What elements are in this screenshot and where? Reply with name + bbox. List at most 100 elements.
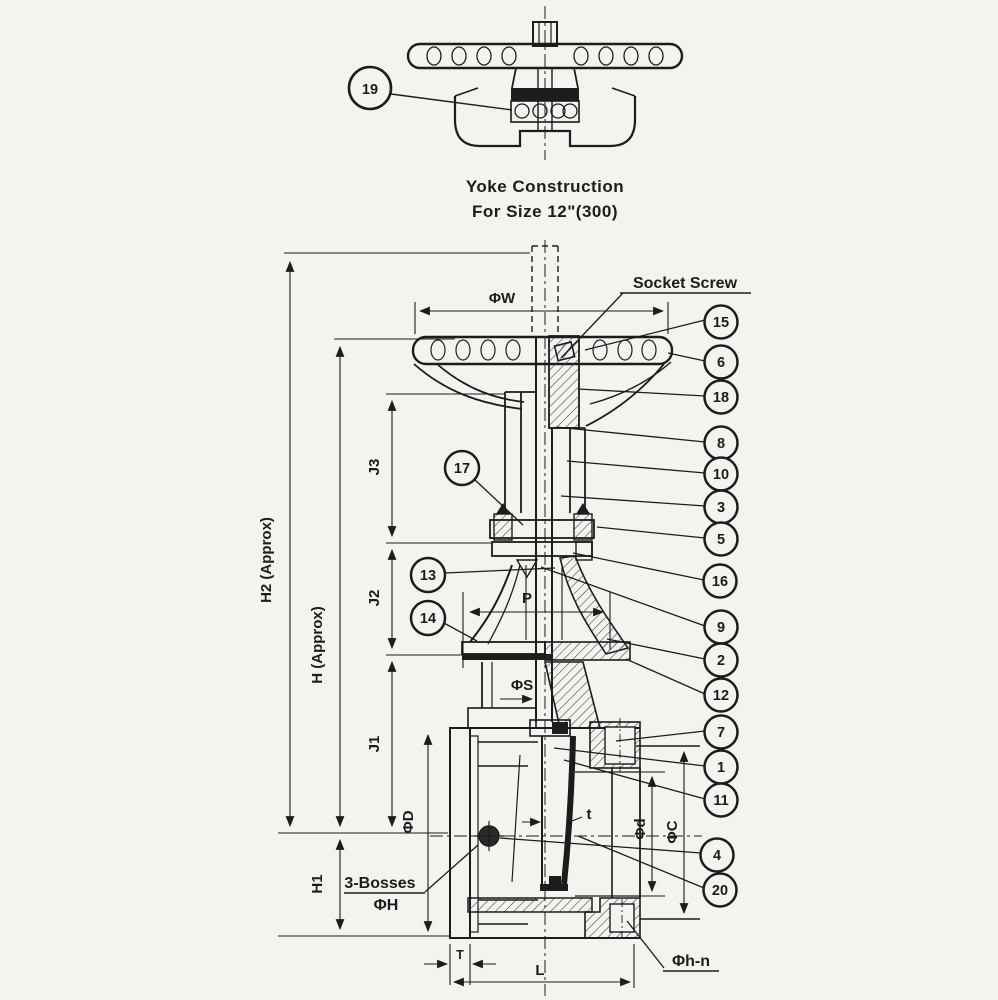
dim-h2-label: H2 (Approx) — [258, 517, 275, 603]
dim-phi-s: ΦS — [500, 677, 533, 704]
balloon-18: 18 — [703, 379, 739, 415]
dim-phi-c: ΦC — [636, 745, 700, 920]
gate-wedge — [529, 719, 576, 891]
balloon-12: 12 — [703, 677, 739, 713]
socket-screw-label: Socket Screw — [633, 275, 738, 292]
left-flange-face — [469, 735, 479, 933]
dim-t-flange: T — [424, 944, 496, 985]
dim-j3: J3 — [366, 399, 397, 538]
balloon-17-number: 17 — [454, 461, 470, 477]
balloon-1-number: 1 — [717, 760, 725, 776]
balloon-1: 1 — [703, 749, 739, 785]
dim-h1-label: H1 — [309, 874, 326, 893]
bonnet-flange-right-section — [544, 641, 631, 661]
body-contour — [511, 754, 521, 883]
balloon-13-number: 13 — [420, 568, 436, 584]
bonnet-flange-left — [461, 641, 546, 655]
balloon-5: 5 — [703, 521, 739, 557]
balloon-11-number: 11 — [713, 793, 728, 809]
dim-phi-d-bore-label: Φd — [632, 818, 649, 839]
dim-phi-d-flange-label: ΦD — [400, 810, 417, 833]
dim-j2: J2 — [366, 548, 397, 650]
dim-j1: J1 — [366, 660, 397, 828]
balloon-leaders — [443, 319, 706, 889]
dim-phi-c-label: ΦC — [664, 820, 681, 843]
text-callouts: Socket Screw 3-Bosses ΦH Φh-n — [344, 275, 751, 972]
detail-caption-line1: Yoke Construction — [466, 177, 624, 196]
socket-screw — [553, 341, 576, 362]
dimensions: H2 (Approx) H (Approx) J3 J2 J1 H1 ΦD — [258, 252, 700, 988]
balloon-8-number: 8 — [717, 436, 725, 452]
dim-j2-label: J2 — [366, 590, 383, 607]
detail-stem-cap — [532, 21, 558, 47]
balloon-6-number: 6 — [717, 355, 725, 371]
balloon-7-number: 7 — [717, 725, 725, 741]
dim-t-gate-label: t — [587, 806, 592, 823]
dim-j3-label: J3 — [366, 459, 383, 476]
balloon-19: 19 — [347, 65, 513, 111]
balloon-3-number: 3 — [717, 500, 725, 516]
balloon-2-number: 2 — [717, 653, 725, 669]
body-bottom-section — [467, 897, 593, 913]
dim-l: L — [452, 944, 635, 988]
bonnet-gasket — [462, 654, 552, 660]
dim-p-label: P — [522, 590, 532, 607]
right-flange-section — [575, 718, 641, 941]
dim-phi-w-label: ΦW — [489, 290, 516, 307]
gland-assembly — [489, 503, 595, 579]
balloon-2: 2 — [703, 642, 739, 678]
gland-bolt-right — [576, 503, 590, 514]
spoke-arc-left — [436, 363, 525, 403]
balloon-12-number: 12 — [713, 688, 729, 704]
dim-phi-s-label: ΦS — [511, 677, 533, 694]
detail-handwheel — [406, 42, 684, 70]
main-view — [411, 240, 702, 996]
gland-bolt-left — [496, 503, 510, 514]
balloon-6: 6 — [703, 344, 739, 380]
bosses-label-line2: ΦH — [374, 897, 399, 914]
bosses-label-line1: 3-Bosses — [344, 875, 415, 892]
boss — [474, 821, 504, 851]
dim-j1-label: J1 — [366, 736, 383, 753]
valve-body — [449, 718, 641, 941]
bonnet-wall-section — [559, 555, 630, 655]
balloon-8: 8 — [703, 425, 739, 461]
balloon-16: 16 — [702, 563, 738, 599]
socket-screw-label-group: Socket Screw — [560, 275, 751, 359]
balloon-9-number: 9 — [717, 620, 725, 636]
dim-h: H (Approx) — [309, 345, 345, 828]
stem-hidden-top — [531, 245, 559, 336]
balloon-3: 3 — [703, 489, 739, 525]
balloon-10-number: 10 — [713, 467, 729, 483]
neck-wall-section — [543, 661, 602, 729]
balloon-16-number: 16 — [712, 574, 728, 590]
balloon-17: 17 — [443, 449, 481, 487]
handwheel — [411, 335, 674, 427]
balloon-callouts: 15 6 18 8 10 3 5 16 9 2 12 7 1 11 4 20 1… — [409, 304, 739, 908]
dim-phi-d-flange: ΦD — [400, 733, 433, 933]
balloon-4-number: 4 — [713, 848, 721, 864]
detail-yoke-bearing — [453, 67, 637, 148]
balloon-10: 10 — [703, 456, 739, 492]
yoke — [504, 391, 586, 513]
detail-caption-line2: For Size 12"(300) — [472, 202, 618, 221]
balloon-20: 20 — [702, 872, 738, 908]
dim-phi-w: ΦW — [414, 290, 669, 334]
balloon-15: 15 — [703, 304, 739, 340]
balloon-7: 7 — [703, 714, 739, 750]
body-neck — [467, 661, 602, 729]
bosses-label-group: 3-Bosses ΦH — [344, 844, 479, 914]
balloon-20-number: 20 — [712, 883, 728, 899]
dim-phi-d-bore: Φd — [632, 771, 665, 897]
gate-seat-face — [561, 735, 576, 885]
dim-l-label: L — [535, 962, 544, 979]
dim-t-gate: t — [522, 806, 592, 827]
bolt-holes-label: Φh-n — [672, 953, 710, 970]
balloon-5-number: 5 — [717, 532, 725, 548]
dim-p: P — [462, 590, 611, 668]
balloon-18-number: 18 — [713, 390, 729, 406]
spoke-arc-right — [585, 363, 665, 427]
dim-h1: H1 — [309, 838, 345, 931]
